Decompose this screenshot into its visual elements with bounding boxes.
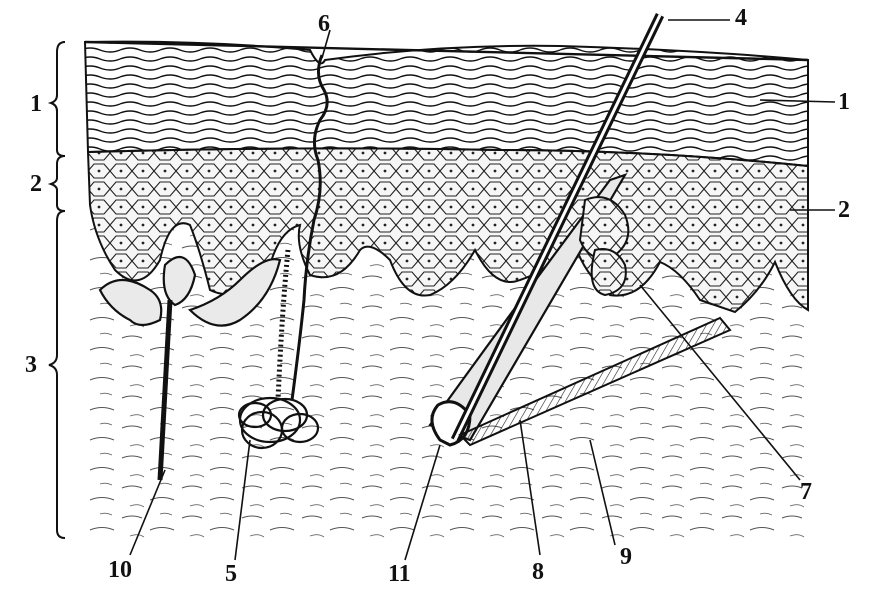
leader-lines bbox=[129, 19, 836, 561]
label-11: 11 bbox=[388, 561, 411, 587]
label-1-right: 1 bbox=[838, 89, 850, 115]
label-5: 5 bbox=[225, 561, 237, 587]
arrector-pili-muscle bbox=[458, 316, 732, 447]
sweat-gland-coil bbox=[237, 396, 320, 450]
label-2-right: 2 bbox=[838, 197, 850, 223]
label-6: 6 bbox=[318, 11, 330, 37]
label-3-left: 3 bbox=[25, 352, 37, 378]
label-10: 10 bbox=[108, 557, 132, 583]
hair-shaft bbox=[450, 13, 665, 442]
label-1-left: 1 bbox=[30, 91, 42, 117]
label-7: 7 bbox=[800, 479, 812, 505]
label-4: 4 bbox=[735, 5, 747, 31]
sweat-duct bbox=[275, 54, 329, 401]
label-8: 8 bbox=[532, 559, 544, 585]
sebaceous-gland bbox=[98, 255, 282, 481]
layer-brackets bbox=[47, 41, 66, 539]
follicle-gland bbox=[578, 196, 630, 297]
label-9: 9 bbox=[620, 544, 632, 570]
stratum-corneum-layer bbox=[83, 40, 809, 168]
label-2-left: 2 bbox=[30, 171, 42, 197]
